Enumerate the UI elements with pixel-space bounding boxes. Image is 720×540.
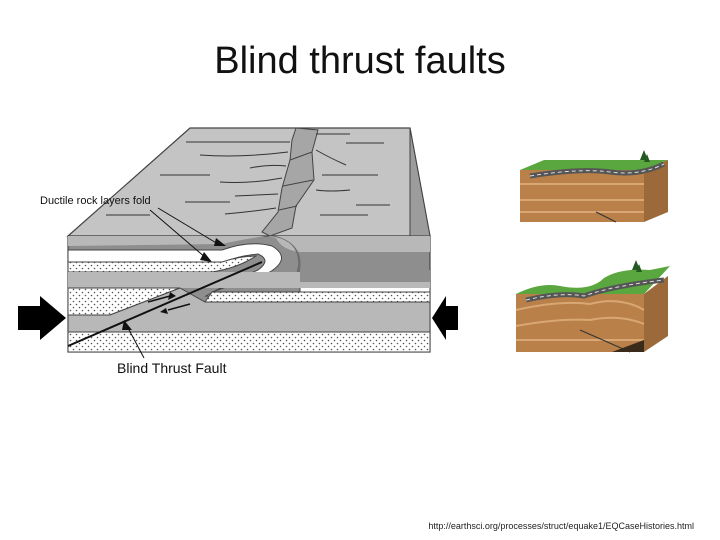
fold-pointer-2 — [149, 209, 207, 259]
slide-title: Blind thrust faults — [214, 40, 506, 82]
fault-line — [67, 261, 263, 347]
source-url: http://earthsci.org/processes/struct/equ… — [428, 521, 694, 531]
dotted-layer-right — [204, 291, 431, 303]
fold-label: Ductile rock layers fold — [40, 195, 151, 207]
small-block-before — [520, 150, 668, 223]
surface-lines-left — [106, 141, 290, 216]
compression-arrow-left — [18, 296, 66, 340]
dotted-layer-upper — [67, 255, 258, 273]
block-diagram — [66, 127, 431, 353]
upper-rock-layer — [68, 236, 430, 252]
slip-arrow-down — [167, 303, 191, 311]
fault-pointer — [126, 325, 145, 359]
surface-lines-right — [315, 133, 390, 216]
fold-pointer-1 — [157, 207, 219, 245]
dotted-layer-bottom — [67, 331, 431, 353]
compression-arrow-right — [432, 296, 458, 340]
fault-label: Blind Thrust Fault — [117, 360, 227, 376]
small-block-after — [515, 260, 670, 353]
slip-arrow-up — [147, 295, 171, 303]
